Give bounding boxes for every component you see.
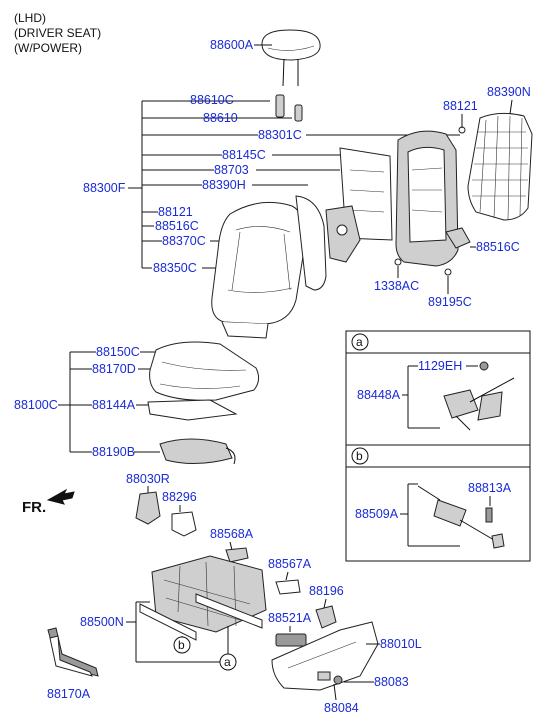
label-88170A: 88170A [47,687,91,701]
label-88610C: 88610C [190,93,234,107]
label-1338AC: 1338AC [374,279,419,293]
header-line-power: (W/POWER) [14,41,82,55]
bracket-88196-illustration [315,605,337,629]
svg-text:b: b [356,449,363,463]
switch-88521A-illustration [275,633,307,647]
label-1129EH: 1129EH [418,359,462,373]
cover-88296-illustration [171,511,197,537]
label-88521A: 88521A [268,611,312,625]
label-88390H: 88390H [202,178,246,192]
callout-b-marker: b [173,636,191,654]
front-trim-illustration [47,627,99,677]
back-panel-illustration [467,112,533,221]
label-88516C-right: 88516C [476,240,520,254]
label-88610: 88610 [203,111,238,125]
seat-cushion-illustration [147,341,260,465]
seatback-cover-illustration [211,147,393,339]
header-notes: (LHD) (DRIVER SEAT) (W/POWER) [14,11,101,55]
seat-track-illustration [139,555,267,641]
label-88390N: 88390N [487,85,531,99]
headrest-illustration [261,29,321,87]
motor-88509A-illustration [417,485,505,549]
label-88568A: 88568A [210,527,254,541]
label-88448A: 88448A [357,388,401,402]
label-88083: 88083 [374,675,409,689]
label-88121-left: 88121 [158,205,193,219]
label-89195C: 89195C [428,295,472,309]
label-88500N: 88500N [80,615,124,629]
label-88145C: 88145C [222,148,266,162]
label-88813A: 88813A [468,481,512,495]
label-88150C: 88150C [96,345,140,359]
label-88030R: 88030R [126,472,170,486]
label-88516C-left: 88516C [155,219,199,233]
cover-88567A-illustration [275,579,301,595]
label-88121-right: 88121 [443,99,478,113]
motor-88448A-illustration [443,361,515,431]
cover-88568A-illustration [225,547,249,563]
label-88190B: 88190B [92,445,135,459]
front-direction-indicator: FR. [22,488,75,516]
detail-box-b: b 88813A 88509A [345,444,531,562]
label-88301C: 88301C [258,128,302,142]
label-88170D: 88170D [92,362,136,376]
svg-text:a: a [356,335,363,349]
label-88567A: 88567A [268,557,312,571]
headrest-guide-illustration [275,94,303,122]
seatback-group-bracket [128,100,460,269]
label-88350C: 88350C [153,261,197,275]
label-88703: 88703 [214,163,249,177]
detail-box-a: a 1129EH 88448A [345,330,531,446]
label-88144A: 88144A [92,398,136,412]
label-88010L: 88010L [380,637,422,651]
label-88296: 88296 [162,490,197,504]
svg-text:b: b [178,638,185,652]
header-line-lhd: (LHD) [14,11,46,25]
label-88084: 88084 [324,701,359,715]
fr-label: FR. [22,499,46,516]
label-88370C: 88370C [162,234,206,248]
label-88509A: 88509A [355,507,399,521]
side-shield-illustration [271,621,379,691]
label-88196: 88196 [309,584,344,598]
label-88100C: 88100C [14,398,58,412]
label-88300F: 88300F [83,181,126,195]
svg-text:a: a [224,655,231,669]
side-cover-inner-illustration [135,491,161,525]
header-line-driver-seat: (DRIVER SEAT) [14,26,101,40]
callout-a-marker: a [219,653,237,671]
seatback-frame-illustration [325,126,471,276]
label-88600A: 88600A [210,38,254,52]
